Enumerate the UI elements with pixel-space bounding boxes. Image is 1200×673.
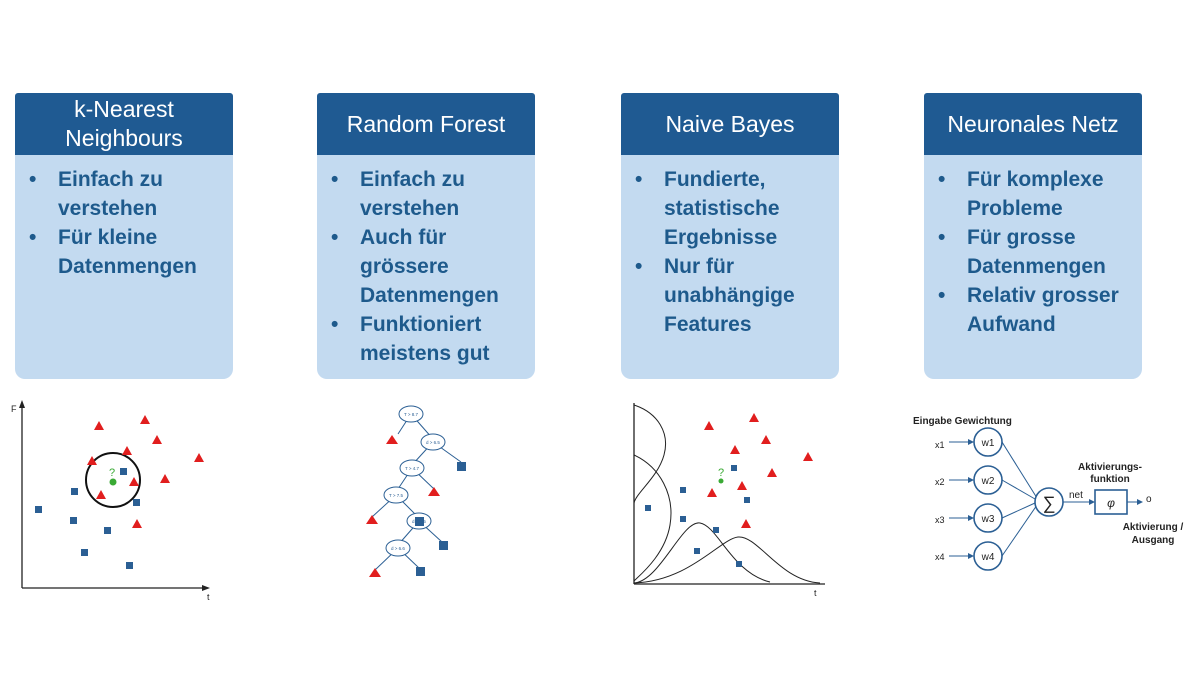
input-labels: x1 x2 x3 x4 (935, 440, 945, 562)
card-body: • Für komplexe Probleme • Für grosse Daten… (924, 155, 1142, 379)
knn-illustration: F t ? (11, 400, 210, 602)
input-arrows (949, 441, 972, 557)
decision-tree-illustration: T > 8.7 d > 6.5 T > 4.7 T > 7.5 d > 8.5 … (366, 405, 466, 577)
bayes-axes (633, 403, 825, 585)
density-curves (633, 404, 821, 584)
list-item: • Funktioniert meistens gut (329, 310, 527, 368)
tree-node-label: T > 8.7 (404, 412, 419, 417)
x-axis-label: t (207, 592, 210, 602)
input-label: x2 (935, 477, 945, 487)
query-point (109, 478, 117, 486)
bullet-text: Für grosse Datenmengen (967, 226, 1106, 278)
phi-symbol: φ (1107, 496, 1115, 510)
bullet-text: Einfach zu verstehen (360, 168, 466, 220)
card-title: Naive Bayes (621, 93, 839, 155)
bullet: • (331, 168, 339, 191)
card-neural-network: Neuronales Netz • Für komplexe Probleme •… (924, 93, 1142, 379)
list-item: • Für komplexe Probleme (936, 165, 1134, 223)
bullet-text: Auch für grössere Datenmengen (360, 226, 499, 307)
class-b-points (645, 465, 750, 567)
bullet-text: Fundierte, statistische Ergebnisse (664, 168, 780, 249)
list-item: • Auch für grössere Datenmengen (329, 223, 527, 310)
output-label: Ausgang (1132, 535, 1175, 546)
weight-label: w1 (981, 438, 995, 449)
query-mark: ? (718, 467, 724, 479)
bullet-text: Funktioniert meistens gut (360, 313, 490, 365)
tree-node-label: d > 6.5 (426, 440, 440, 445)
card-title: k-Nearest Neighbours (15, 93, 233, 155)
tree-node-label: d > 6.6 (391, 546, 405, 551)
list-item: • Für grosse Datenmengen (936, 223, 1134, 281)
weight-nodes (973, 427, 1003, 571)
bullet-text: Einfach zu verstehen (58, 168, 164, 220)
x-axis-label: t (814, 588, 817, 598)
class-a-points (704, 413, 813, 528)
class-a-points (87, 415, 204, 528)
output-label: Aktivierung / (1123, 522, 1184, 533)
card-title: Random Forest (317, 93, 535, 155)
sum-symbol: ∑ (1043, 493, 1056, 513)
activation-box (1094, 489, 1128, 515)
card-body: • Einfach zu verstehen • Auch für grössere… (317, 155, 535, 379)
net-arrowhead (1089, 499, 1095, 505)
list-item: • Relativ grosser Aufwand (936, 281, 1134, 339)
card-knn: k-Nearest Neighbours • Einfach zu versteh… (15, 93, 233, 379)
weight-label: w4 (981, 552, 995, 563)
bullet-text: Für kleine Datenmengen (58, 226, 197, 278)
bullet: • (29, 168, 37, 191)
input-label: x4 (935, 552, 945, 562)
card-title: Neuronales Netz (924, 93, 1142, 155)
card-body: • Einfach zu verstehen • Für kleine Datenm… (15, 155, 233, 379)
output-symbol: o (1146, 494, 1152, 505)
bullet: • (938, 168, 946, 191)
input-label: x1 (935, 440, 945, 450)
bullet-text: Für komplexe Probleme (967, 168, 1104, 220)
weight-labels: w1 w2 w3 w4 (981, 438, 995, 563)
neural-network-illustration: Eingabe Gewichtung x1 x2 x3 x4 w1 w2 w3 … (913, 416, 1184, 571)
bullet: • (938, 284, 946, 307)
list-item: • Für kleine Datenmengen (27, 223, 225, 281)
tree-node-label: T > 4.7 (405, 466, 420, 471)
bullet-text: Relativ grosser Aufwand (967, 284, 1119, 336)
list-item: • Fundierte, statistische Ergebnisse (633, 165, 831, 252)
tree-leaves-class-a (366, 435, 440, 577)
list-item: • Nur für unabhängige Features (633, 252, 831, 339)
card-body: • Fundierte, statistische Ergebnisse • Nur… (621, 155, 839, 379)
bullet: • (331, 313, 339, 336)
card-random-forest: Random Forest • Einfach zu verstehen • Auc… (317, 93, 535, 379)
tree-node-label: T > 7.5 (389, 493, 404, 498)
neighbourhood-circle (85, 452, 141, 508)
weight-label: w3 (981, 514, 995, 525)
card-naive-bayes: Naive Bayes • Fundierte, statistische Erg… (621, 93, 839, 379)
tree-leaves-class-b (415, 462, 466, 576)
bullet: • (29, 226, 37, 249)
knn-axes (19, 400, 210, 591)
input-arrowheads (968, 439, 974, 559)
query-point (718, 478, 724, 484)
weight-label: w2 (981, 476, 995, 487)
input-label: x3 (935, 515, 945, 525)
bullet: • (635, 255, 643, 278)
class-b-points (35, 468, 140, 569)
query-mark: ? (109, 467, 115, 479)
y-axis-label: F (11, 404, 17, 414)
activation-label: Aktivierungs- (1078, 462, 1142, 473)
bullet: • (635, 168, 643, 191)
bullet-text: Nur für unabhängige Features (664, 255, 795, 336)
bullet: • (331, 226, 339, 249)
weight-to-sum-edges (1001, 441, 1038, 557)
tree-node-labels: T > 8.7 d > 6.5 T > 4.7 T > 7.5 d > 8.5 … (389, 412, 440, 551)
net-label: net (1069, 490, 1083, 501)
output-arrowhead (1137, 499, 1143, 505)
bullet: • (938, 226, 946, 249)
naive-bayes-illustration: t ? (633, 403, 825, 598)
tree-nodes (383, 405, 446, 557)
list-item: • Einfach zu verstehen (27, 165, 225, 223)
input-weight-header: Eingabe Gewichtung (913, 416, 1012, 427)
activation-label: funktion (1090, 474, 1129, 485)
list-item: • Einfach zu verstehen (329, 165, 527, 223)
